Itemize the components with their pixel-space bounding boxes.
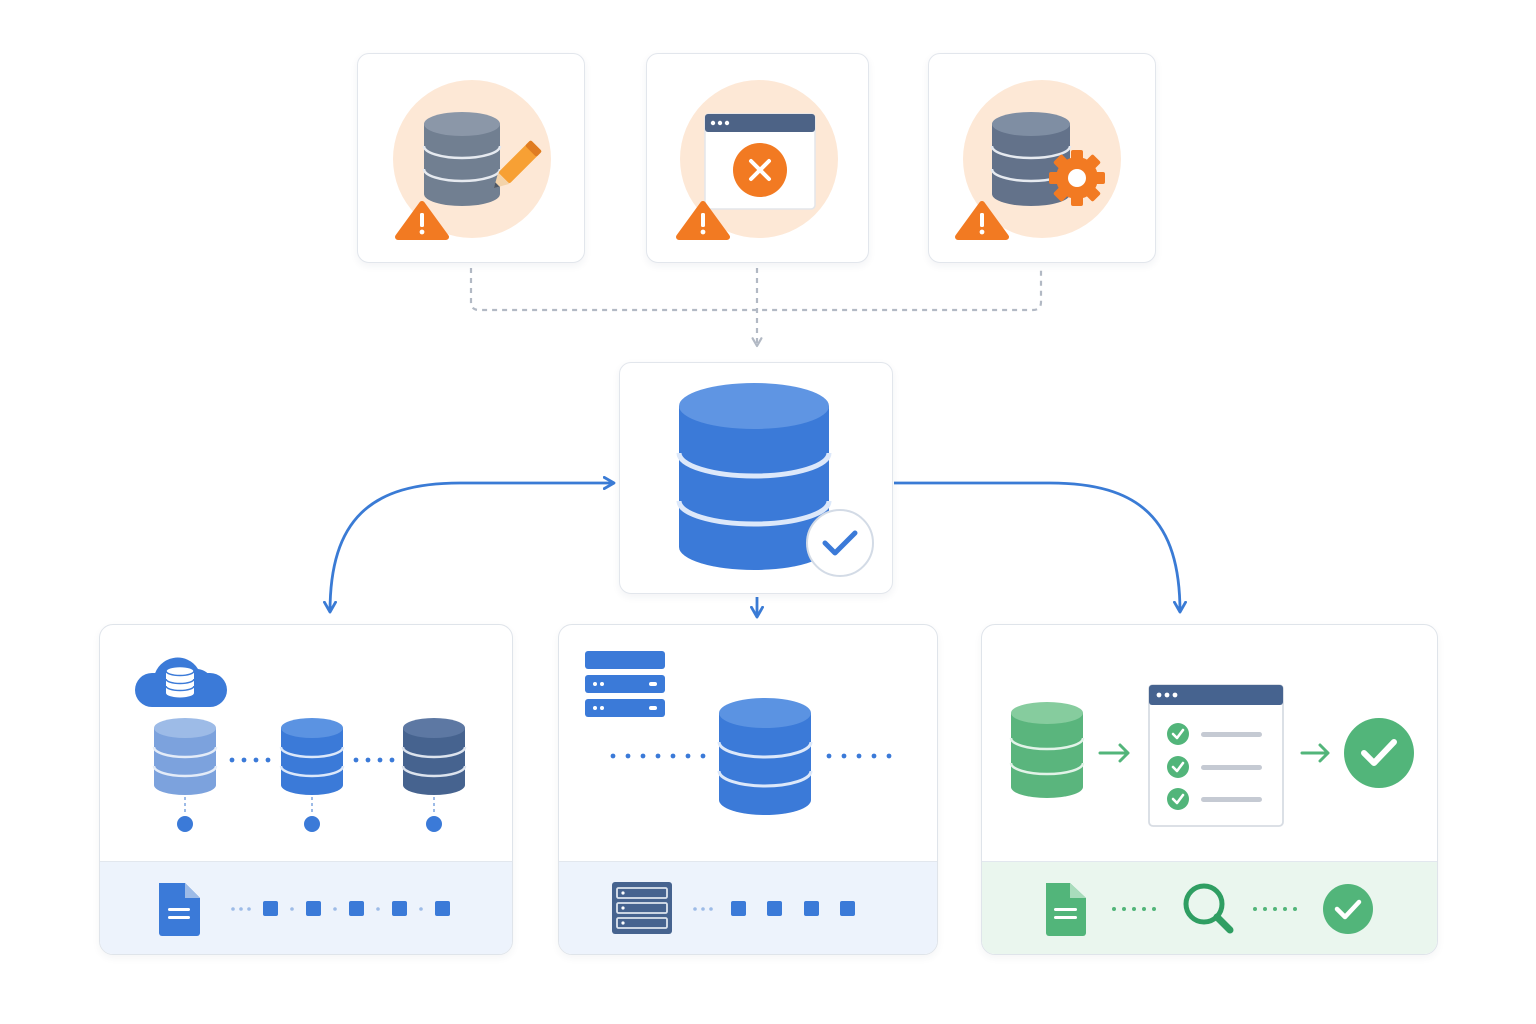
pencil-icon — [493, 140, 542, 189]
error-x-icon — [733, 143, 787, 197]
check-badge-icon — [806, 509, 874, 577]
data-link — [610, 753, 892, 759]
warning-icon — [395, 201, 449, 240]
database-icon — [1009, 702, 1085, 798]
right-flow-arrow — [894, 481, 1187, 614]
success-check-icon — [1344, 718, 1414, 788]
warning-icon — [955, 201, 1009, 240]
dotted-link — [1112, 907, 1297, 911]
cloud-database-icon — [135, 657, 227, 707]
database-icon — [279, 718, 345, 795]
server-rack-icon — [612, 882, 672, 934]
document-icon — [1046, 883, 1086, 936]
issue-card-misconfigured-database[interactable] — [928, 53, 1156, 263]
server-rack-icon — [585, 651, 665, 717]
panel-server-storage[interactable] — [558, 624, 938, 955]
success-check-icon — [1323, 884, 1373, 934]
panel-validation[interactable] — [981, 624, 1438, 955]
central-database-node[interactable] — [619, 362, 893, 594]
data-stream — [693, 901, 855, 916]
search-icon — [1183, 883, 1234, 934]
left-flow-arrow — [323, 476, 616, 614]
data-stream — [231, 901, 450, 916]
warning-icon — [676, 201, 730, 240]
flow-arrow-icon — [1300, 743, 1330, 763]
database-icon — [990, 112, 1072, 206]
database-icon — [422, 112, 502, 206]
checklist-window-icon — [1148, 684, 1284, 827]
document-icon — [159, 883, 200, 936]
database-icon — [401, 718, 467, 795]
database-icon — [676, 383, 832, 570]
database-icon — [152, 718, 218, 795]
gear-icon — [1049, 150, 1105, 206]
issue-card-edited-database[interactable] — [357, 53, 585, 263]
panel-cloud-replication[interactable] — [99, 624, 513, 955]
database-icon — [717, 698, 813, 815]
flow-arrow-icon — [1098, 743, 1130, 763]
replication-links — [177, 757, 442, 832]
issue-card-failed-application[interactable] — [646, 53, 869, 263]
